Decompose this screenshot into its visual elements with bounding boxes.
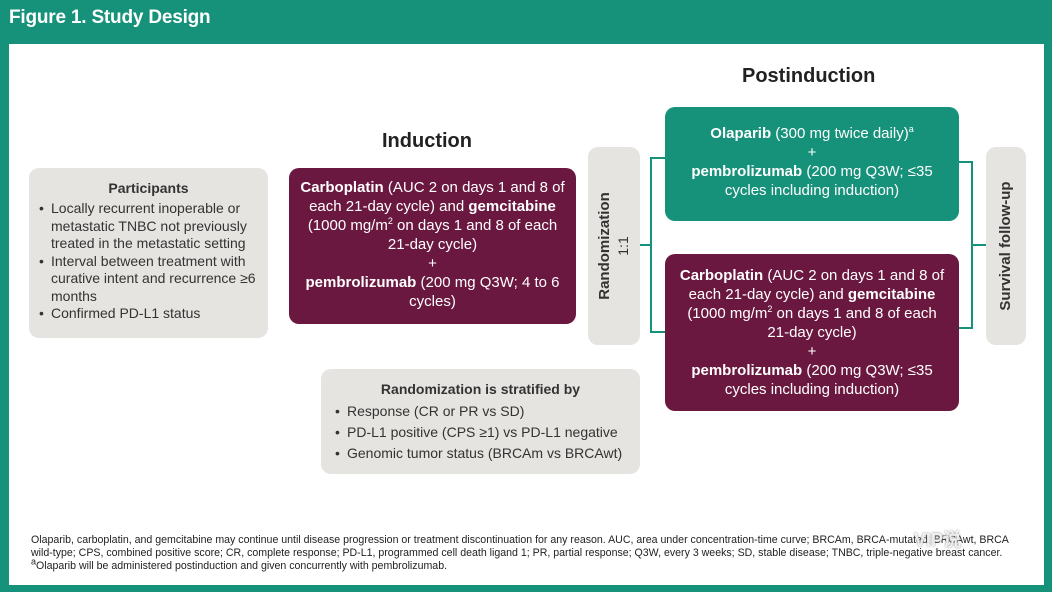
induction-treatment-box: Carboplatin (AUC 2 on days 1 and 8 of ea… [289,168,576,324]
randomization-box: Randomization 1:1 [588,147,640,345]
connector-line-randomization-out [640,244,652,246]
drug-detail: (AUC 2 on days 1 and 8 of each 21-day cy… [309,179,565,215]
list-item: Locally recurrent inoperable or metastat… [37,200,260,253]
stratification-list: Response (CR or PR vs SD) PD-L1 positive… [321,401,640,464]
superscript: 2 [767,304,773,314]
drug-name: gemcitabine [847,286,936,303]
drug-detail: (AUC 2 on days 1 and 8 of each 21-day cy… [688,267,945,303]
drug-detail: (1000 mg/m [307,217,388,234]
footnote-marker: a [31,556,37,567]
connector-line-branch-bottom [650,331,665,333]
footnote-text: Olaparib, carboplatin, and gemcitabine m… [31,534,1009,559]
survival-followup-label: Survival follow-up [997,181,1014,311]
list-item: Confirmed PD-L1 status [37,305,260,323]
list-item: Genomic tumor status (BRCAm vs BRCAwt) [333,443,632,464]
participants-box: Participants Locally recurrent inoperabl… [29,168,268,338]
drug-detail: on days 1 and 8 of each 21-day cycle) [767,305,937,341]
randomization-ratio: 1:1 [615,236,631,256]
drug-detail: (200 mg Q3W; ≤35 cycles including induct… [724,362,933,398]
drug-name: pembrolizumab [691,362,803,379]
arm-olaparib-box: Olaparib (300 mg twice daily)a + pembrol… [665,107,959,221]
connector-line-branch-top [650,157,665,159]
drug-detail: (200 mg Q3W; ≤35 cycles including induct… [724,163,933,199]
induction-treatment-text: Carboplatin (AUC 2 on days 1 and 8 of ea… [289,168,576,311]
induction-header: Induction [382,130,472,152]
stratification-box: Randomization is stratified by Response … [321,369,640,474]
diagram-panel: Induction Postinduction Participants Loc… [9,44,1044,585]
figure-title-bar: Figure 1. Study Design [0,0,1052,38]
plus-sign: + [807,343,817,360]
list-item: Response (CR or PR vs SD) [333,401,632,422]
drug-name: Olaparib [710,125,772,142]
watermark: VIP说 [914,530,962,550]
connector-line-merge-vertical-lower [971,244,973,329]
connector-line-merge-mid [971,244,986,246]
drug-name: pembrolizumab [305,274,417,291]
drug-name: Carboplatin [300,179,384,196]
superscript: 2 [387,216,393,226]
footnote: Olaparib, carboplatin, and gemcitabine m… [31,534,1021,573]
arm-chemo-box: Carboplatin (AUC 2 on days 1 and 8 of ea… [665,254,959,411]
plus-sign: + [428,255,437,272]
drug-name: pembrolizumab [691,163,803,180]
arm-chemo-text: Carboplatin (AUC 2 on days 1 and 8 of ea… [665,254,959,399]
footnote-note: Olaparib will be administered postinduct… [36,560,448,572]
drug-detail: on days 1 and 8 of each 21-day cycle) [387,217,558,253]
participants-list: Locally recurrent inoperable or metastat… [29,200,268,323]
stratification-title: Randomization is stratified by [380,381,581,397]
drug-detail: (1000 mg/m [687,305,768,322]
list-item: PD-L1 positive (CPS ≥1) vs PD-L1 negativ… [333,422,632,443]
postinduction-header: Postinduction [742,65,876,87]
plus-sign: + [807,144,817,161]
drug-detail: (200 mg Q3W; 4 to 6 cycles) [409,274,560,310]
connector-line-merge-top [959,161,973,163]
drug-detail: (300 mg twice daily) [771,125,909,142]
figure-title: Figure 1. Study Design [9,7,211,28]
footnote-marker: a [908,124,914,134]
list-item: Interval between treatment with curative… [37,253,260,306]
survival-followup-box: Survival follow-up [986,147,1026,345]
connector-line-merge-vertical [971,161,973,246]
drug-name: gemcitabine [468,198,556,215]
participants-title: Participants [108,180,189,196]
randomization-label: Randomization [596,192,613,300]
randomization-label-wrap: Randomization 1:1 [595,147,633,345]
arm-olaparib-text: Olaparib (300 mg twice daily)a + pembrol… [665,107,959,200]
connector-line-merge-bottom [959,327,973,329]
drug-name: Carboplatin [679,267,764,284]
